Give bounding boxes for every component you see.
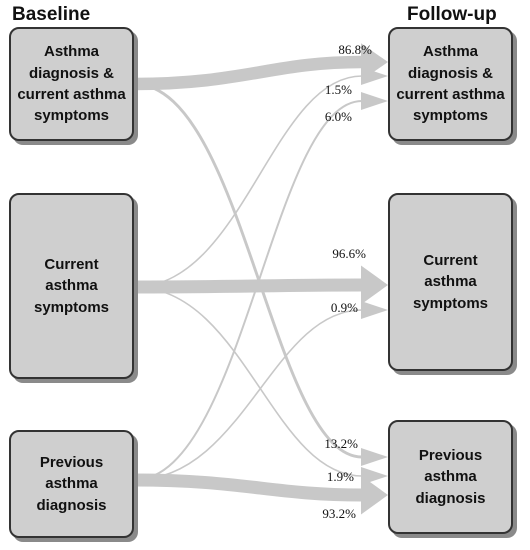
arrowhead-previous-to-current: [361, 301, 388, 319]
followup-box-label: Asthma diagnosis & current asthma sympto…: [396, 43, 505, 125]
arrowhead-current-to-asthma-both: [361, 67, 388, 85]
arrowhead-previous-to-previous: [361, 475, 388, 515]
followup-box-previous-diagnosis: Previous asthma diagnosis: [388, 420, 513, 534]
followup-box-current-symptoms: Current asthma symptoms: [388, 193, 513, 371]
flow-asthma-both-to-asthma-both: [133, 55, 363, 91]
arrowhead-asthma-both-to-previous: [361, 448, 388, 466]
followup-header: Follow-up: [407, 4, 497, 25]
flow-current-to-current: [133, 278, 363, 294]
arrowhead-current-to-current: [361, 265, 388, 305]
baseline-box-label: Current asthma symptoms: [33, 256, 110, 316]
baseline-box-asthma-diagnosis-and-symptoms: Asthma diagnosis & current asthma sympto…: [9, 27, 134, 141]
followup-box-asthma-diagnosis-and-symptoms: Asthma diagnosis & current asthma sympto…: [388, 27, 513, 141]
flow-previous-to-previous: [133, 473, 363, 502]
followup-box-label: Previous asthma diagnosis: [415, 447, 486, 507]
flow-asthma-both-to-previous: [133, 82, 363, 459]
baseline-box-label: Asthma diagnosis & current asthma sympto…: [17, 43, 126, 125]
percent-label-both-to-previous: 13.2%: [324, 436, 358, 451]
percent-label-current-to-both: 1.5%: [324, 82, 352, 97]
arrowhead-previous-to-asthma-both: [361, 92, 388, 110]
baseline-box-previous-diagnosis: Previous asthma diagnosis: [9, 430, 134, 538]
percent-label-previous-to-both: 6.0%: [324, 109, 352, 124]
flow-current-to-asthma-both: [133, 75, 363, 288]
baseline-header: Baseline: [12, 4, 91, 25]
flow-current-to-previous: [133, 286, 363, 477]
percent-label-current-to-current: 96.6%: [332, 246, 366, 261]
percent-label-previous-to-current: 0.9%: [330, 300, 358, 315]
percent-label-previous-to-previous: 93.2%: [322, 506, 356, 521]
baseline-box-current-symptoms: Current asthma symptoms: [9, 193, 134, 379]
baseline-box-label: Previous asthma diagnosis: [36, 454, 107, 514]
percent-label-current-to-previous: 1.9%: [326, 469, 354, 484]
flow-previous-to-current: [133, 309, 363, 481]
percent-label-both-to-both: 86.8%: [338, 42, 372, 57]
followup-box-label: Current asthma symptoms: [412, 252, 489, 312]
